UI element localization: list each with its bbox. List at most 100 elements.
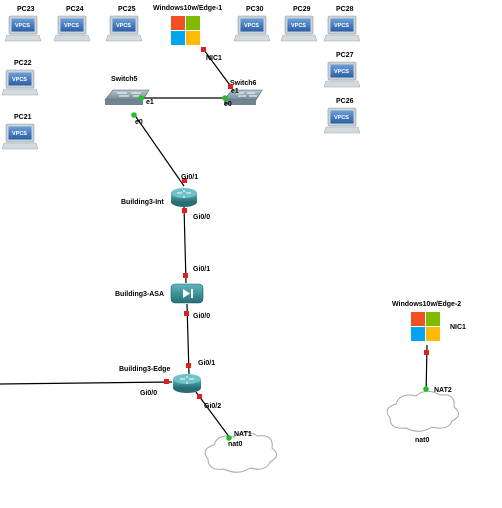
- vpcs-monitor-icon: VPCS: [53, 15, 91, 42]
- link-win1-switch6[interactable]: [203, 49, 233, 89]
- port-status-dot: [201, 47, 206, 52]
- port-label: NAT1: [234, 431, 252, 438]
- vpcs-screen-text: VPCS: [334, 115, 349, 121]
- node-label: PC23: [17, 6, 35, 13]
- port-status-dot: [228, 84, 233, 89]
- port-status-dot: [184, 311, 189, 316]
- vpcs-monitor-icon: VPCS: [4, 15, 42, 42]
- cloud-icon: [204, 431, 277, 473]
- node-label: PC28: [336, 6, 354, 13]
- node-label: PC24: [66, 6, 84, 13]
- vpcs-screen-text: VPCS: [12, 131, 27, 137]
- vpcs-screen-text: VPCS: [15, 23, 30, 29]
- node-label: PC30: [246, 6, 264, 13]
- vpcs-screen-text: VPCS: [334, 69, 349, 75]
- port-status-dot: [424, 350, 429, 355]
- vpcs-monitor-icon: VPCS: [105, 15, 143, 42]
- port-status-dot: [182, 208, 187, 213]
- link-edge-offscreen[interactable]: [0, 381, 173, 385]
- port-label: NAT2: [434, 387, 452, 394]
- port-label: Gi0/1: [181, 174, 198, 181]
- port-status-dot: [131, 112, 137, 118]
- switch5-node[interactable]: Switch5: [104, 76, 150, 105]
- switch6-node[interactable]: Switch6: [223, 80, 263, 105]
- vpcs-screen-text: VPCS: [12, 77, 27, 83]
- pc-group: PC23VPCSPC24VPCSPC25VPCSPC30VPCSPC29VPCS…: [1, 6, 361, 150]
- building3-asa-node[interactable]: Building3-ASA: [115, 283, 204, 304]
- node-label: PC27: [336, 52, 354, 59]
- vpcs-screen-text: VPCS: [64, 23, 79, 29]
- node-label: PC21: [14, 114, 32, 121]
- port-status-dot: [183, 273, 188, 278]
- node-label: Windows10w/Edge-1: [153, 5, 222, 12]
- port-label: Gi0/0: [140, 390, 157, 397]
- vpcs-monitor-icon: VPCS: [233, 15, 271, 42]
- node-label: PC29: [293, 6, 311, 13]
- port-status-dot: [222, 95, 228, 101]
- vpcs-monitor-icon: VPCS: [323, 107, 361, 134]
- port-label: NIC1: [450, 324, 466, 331]
- node-label: PC25: [118, 6, 136, 13]
- vpcs-screen-text: VPCS: [244, 23, 259, 29]
- port-label: e0: [224, 101, 232, 108]
- port-label: Gi0/0: [193, 313, 210, 320]
- port-status-dot: [182, 178, 187, 183]
- node-label: PC26: [336, 98, 354, 105]
- vpcs-monitor-icon: VPCS: [1, 69, 39, 96]
- port-label: Gi0/1: [198, 360, 215, 367]
- vpcs-monitor-icon: VPCS: [280, 15, 318, 42]
- port-label: e1: [231, 88, 239, 95]
- router-icon: [173, 374, 201, 393]
- firewall-icon: [170, 283, 204, 304]
- port-label: Gi0/1: [193, 266, 210, 273]
- node-label: nat0: [415, 437, 430, 444]
- router-icon: [171, 188, 197, 207]
- switch-icon: [104, 89, 150, 105]
- vpcs-screen-text: VPCS: [334, 23, 349, 29]
- port-label: Gi0/2: [204, 403, 221, 410]
- vpcs-monitor-icon: VPCS: [323, 15, 361, 42]
- port-status-dot: [186, 363, 191, 368]
- node-label: nat0: [228, 441, 243, 448]
- port-status-dot: [138, 95, 144, 101]
- vpcs-screen-text: VPCS: [116, 23, 131, 29]
- nat0-cloud-node-a[interactable]: nat0: [204, 431, 277, 473]
- node-label: PC22: [14, 60, 32, 67]
- node-label: Building3-Edge: [119, 366, 170, 373]
- port-label: Gi0/0: [193, 214, 210, 221]
- nat0-cloud-node-b[interactable]: nat0: [386, 390, 459, 444]
- building3-int-node[interactable]: Building3-Int: [121, 188, 197, 207]
- vpcs-monitor-icon: VPCS: [323, 61, 361, 88]
- vpcs-monitor-icon: VPCS: [1, 123, 39, 150]
- windows-logo-icon: [171, 16, 200, 45]
- link-int-asa[interactable]: [183, 205, 187, 284]
- port-status-dot: [164, 379, 169, 384]
- node-label: Switch5: [111, 76, 138, 83]
- node-label: Switch6: [230, 80, 257, 87]
- node-label: Building3-ASA: [115, 291, 164, 298]
- port-status-dot: [226, 435, 232, 441]
- node-label: Building3-Int: [121, 199, 164, 206]
- building3-edge-node[interactable]: Building3-Edge: [119, 366, 201, 393]
- cloud-icon: [386, 390, 459, 432]
- port-indicators: [131, 47, 429, 441]
- link-switch5-int[interactable]: [133, 113, 185, 187]
- port-label: NIC1: [206, 55, 222, 62]
- port-label: e1: [146, 99, 154, 106]
- link-edge-nat0[interactable]: [195, 391, 231, 439]
- node-label: Windows10w/Edge-2: [392, 301, 461, 308]
- windows10-edge2-node[interactable]: Windows10w/Edge-2: [392, 301, 461, 341]
- port-status-dot: [197, 394, 202, 399]
- windows10-edge1-node[interactable]: Windows10w/Edge-1: [153, 5, 222, 45]
